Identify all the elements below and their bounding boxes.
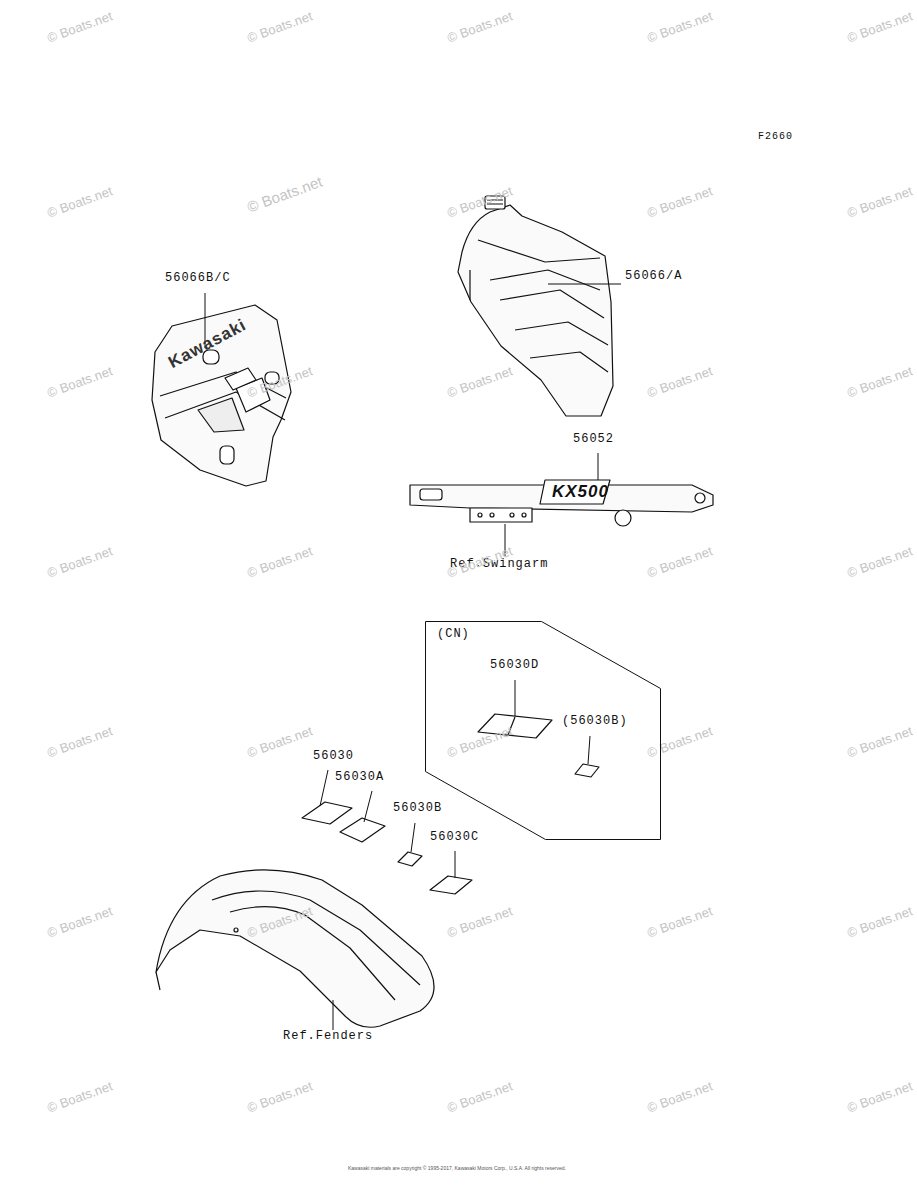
watermark: © Boats.net [646,9,715,46]
watermark: © Boats.net [446,904,515,941]
copyright-note: Kawasaki materials are copyright © 1995-… [348,1166,566,1172]
callout-number: 56030B [393,802,442,815]
watermark: © Boats.net [846,544,915,581]
number-plate [152,305,291,486]
region-label: (CN) [437,628,470,641]
front-fender [156,870,434,1027]
callout-number: 56066B/C [165,272,231,285]
callout-number: Ref.Fenders [283,1030,373,1043]
callout-number: (56030B) [562,715,628,728]
watermark: © Boats.net [846,1079,915,1116]
watermark: © Boats.net [246,1079,315,1116]
watermark: © Boats.net [646,904,715,941]
watermark: © Boats.net [46,904,115,941]
callout-number: 56066/A [625,270,682,283]
watermark: © Boats.net [646,184,715,221]
callout-number: 56030A [335,771,384,784]
watermark: © Boats.net [846,364,915,401]
watermark: © Boats.net [846,904,915,941]
leader-lines [205,284,621,1030]
watermark: © Boats.net [245,174,325,216]
watermark: © Boats.net [246,9,315,46]
watermark: © Boats.net [846,724,915,761]
watermark: © Boats.net [246,544,315,581]
callout-number: F2660 [758,131,793,142]
decal-lettering: KX500 [552,483,609,502]
region-box: (CN) 56030D (56030B) [425,621,661,840]
watermark: © Boats.net [46,364,115,401]
watermark: © Boats.net [646,364,715,401]
watermark: © Boats.net [46,544,115,581]
swingarm [410,480,713,526]
callout-number: 56030C [430,831,479,844]
watermark: © Boats.net [646,724,715,761]
watermark: © Boats.net [646,544,715,581]
watermark: © Boats.net [46,1079,115,1116]
callout-number: 56030D [490,659,539,672]
watermark: © Boats.net [846,184,915,221]
watermark: © Boats.net [846,9,915,46]
decal-sheets [302,714,599,894]
region-outline [425,621,663,842]
watermark: © Boats.net [46,724,115,761]
callout-number: 56052 [573,433,614,446]
watermark: © Boats.net [46,9,115,46]
watermark: © Boats.net [246,724,315,761]
watermark: © Boats.net [446,9,515,46]
watermark: © Boats.net [446,364,515,401]
watermark: © Boats.net [646,1079,715,1116]
callout-number: 56030 [313,750,354,763]
watermark: © Boats.net [46,184,115,221]
watermark: © Boats.net [446,1079,515,1116]
region-outline-path [426,622,661,840]
